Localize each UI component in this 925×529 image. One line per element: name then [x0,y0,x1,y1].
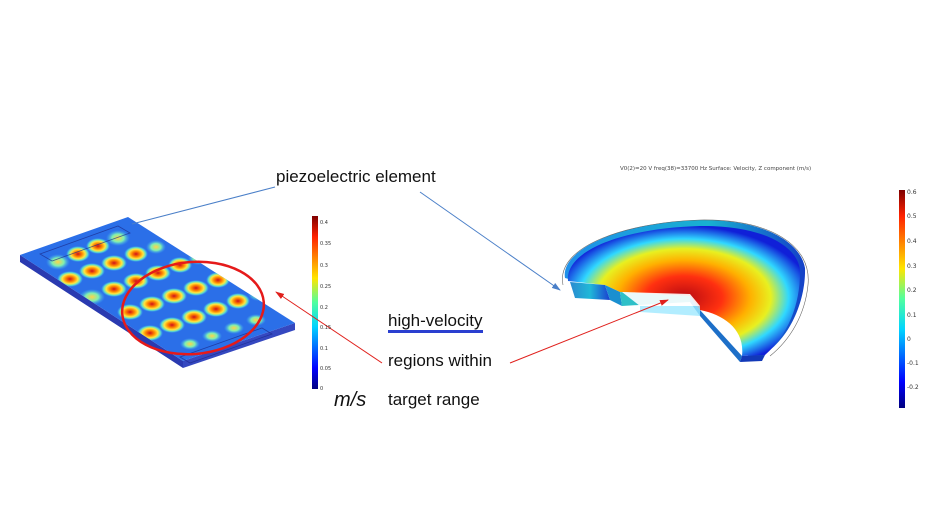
regions-arrow-left [275,291,383,364]
right-tick: 0.2 [907,287,917,294]
left-tick: 0 [320,386,324,392]
piezo-arrow [419,191,561,291]
disc-model [562,219,809,362]
right-tick: 0.4 [907,238,917,245]
right-tick: 0.6 [907,189,917,196]
right-tick: -0.1 [907,360,919,367]
right-tick: 0.1 [907,312,917,319]
highlight-ellipse [120,260,266,356]
high-velocity-label: high-velocity [388,311,483,333]
piezo-leader-line [131,186,276,225]
left-tick: 0.2 [320,305,328,311]
left-tick: 0.25 [320,284,332,290]
left-tick: 0.4 [320,220,328,226]
left-tick: 0.35 [320,241,332,247]
left-colorbar [312,216,318,389]
left-tick: 0.3 [320,263,328,269]
target-range-label: target range [388,390,480,409]
plate-model [20,217,295,368]
left-tick: 0.15 [320,325,332,331]
regions-arrow-right [509,299,669,364]
right-plot-caption: V0(2)=20 V freq(38)=33700 Hz Surface: Ve… [620,166,812,172]
right-tick: 0 [907,336,911,343]
right-tick: 0.5 [907,213,917,220]
left-tick: 0.05 [320,366,332,372]
right-colorbar [899,190,905,408]
right-tick: -0.2 [907,384,919,391]
unit-label: m/s [334,389,367,411]
left-tick: 0.1 [320,346,328,352]
piezo-label: piezoelectric element [276,167,436,186]
regions-within-label: regions within [388,351,492,370]
right-tick: 0.3 [907,263,917,270]
